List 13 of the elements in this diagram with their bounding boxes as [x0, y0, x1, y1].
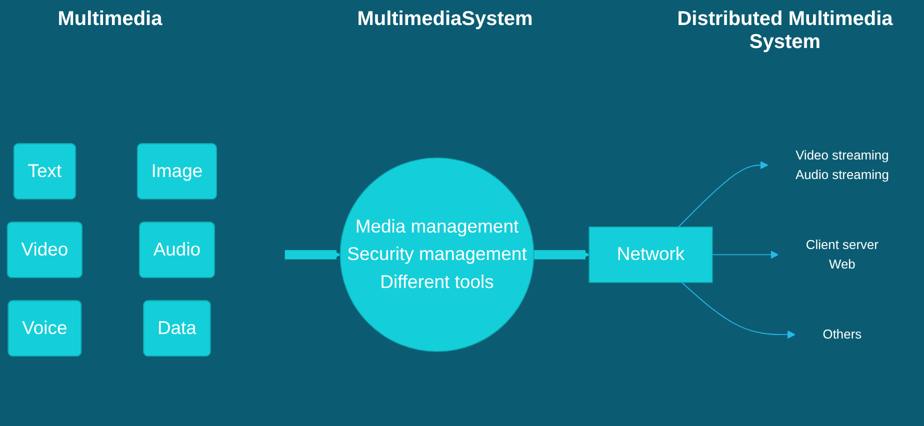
node-text: Video streaming Audio streaming	[795, 148, 889, 182]
column-heading: Multimedia	[56, 8, 164, 31]
column-heading: MultimediaSystem	[356, 8, 534, 31]
node-box: Network	[588, 226, 713, 283]
arrow	[681, 282, 796, 339]
arrow	[284, 250, 341, 260]
arrow	[712, 250, 779, 259]
arrow	[534, 250, 590, 260]
node-text: Others	[822, 326, 862, 342]
node-text: Client server Web	[806, 237, 878, 272]
arrow	[678, 161, 768, 228]
column-heading: Distributed Multimedia System	[676, 8, 894, 54]
node-circle: Media management Security management Different tools	[340, 157, 534, 352]
